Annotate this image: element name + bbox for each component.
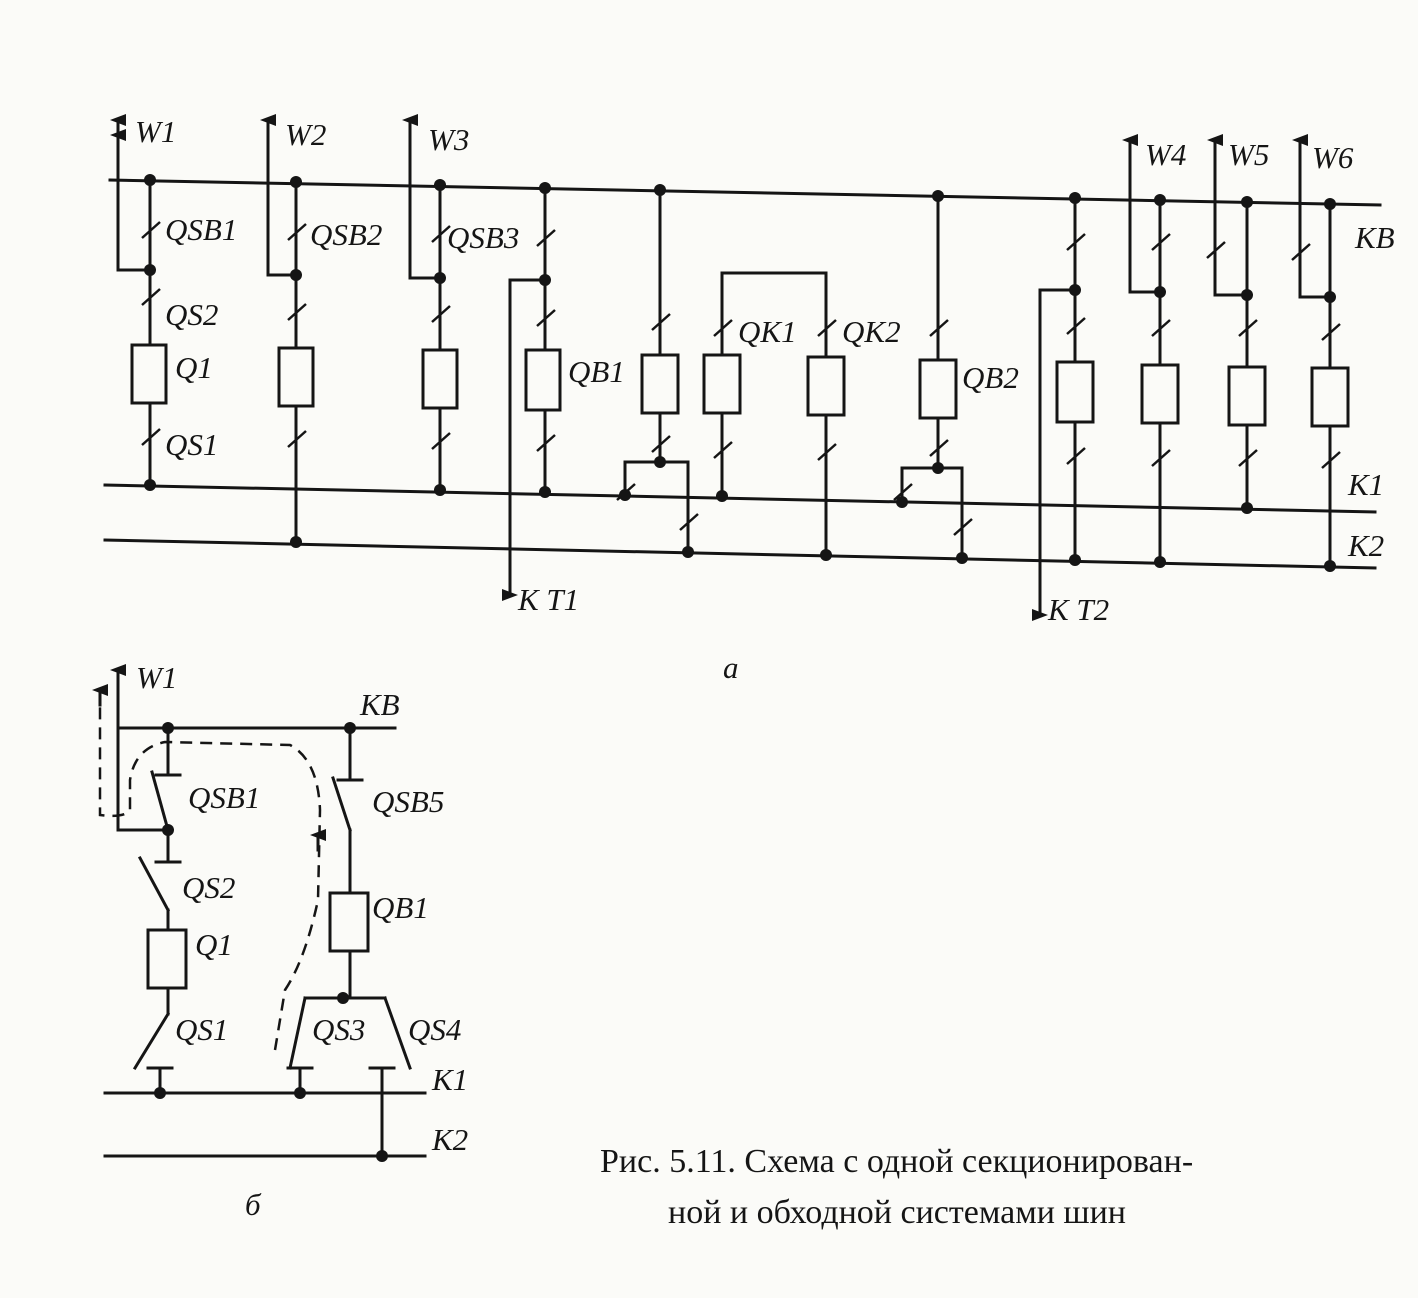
bypass-breaker-qb2-cell [893,190,973,564]
label-qk2: QK2 [842,314,901,349]
feeder-cell-w6 [1291,134,1350,572]
label-to-t2: К T2 [1047,592,1109,627]
label-w3: W3 [428,122,469,157]
bypass-breaker-qb1-cell [616,184,699,558]
label-w6: W6 [1312,140,1354,175]
label-q1: Q1 [175,350,213,385]
figure-a: W1 W2 W3 W4 W5 W6 KB K1 K2 QSB1 QSB2 QSB… [103,114,1395,685]
transformer-cell-t1 [502,182,562,601]
bus-section-k1 [103,483,1377,514]
bypass-bus-kb [108,178,1382,207]
label-kb: KB [1354,220,1395,255]
label-qs2-b: QS2 [182,870,235,905]
feeder-cell-w5 [1206,134,1267,514]
label-w4: W4 [1145,137,1186,172]
label-w1: W1 [135,114,176,149]
label-k2-b: K2 [431,1122,468,1157]
label-k2: K2 [1347,528,1384,563]
feeder-cell-w1 [110,114,168,491]
caption-line-1: Рис. 5.11. Схема с одной секционирован- [600,1143,1193,1180]
label-w2: W2 [285,117,326,152]
label-w5: W5 [1228,137,1269,172]
label-qsb1-b: QSB1 [188,780,260,815]
figure-b-label: б [245,1187,262,1222]
label-qk1: QK1 [738,314,797,349]
feeder-cell-w2 [260,114,315,548]
label-k1-b: K1 [431,1062,468,1097]
transformer-cell-t2 [1032,192,1095,621]
label-qsb3: QSB3 [447,220,519,255]
label-to-t1: К T1 [517,582,579,617]
label-w1-b: W1 [136,660,177,695]
label-q1-b: Q1 [195,927,233,962]
label-qsb5-b: QSB5 [372,784,444,819]
bypass-current-path [98,690,322,1051]
label-qs1-b: QS1 [175,1012,228,1047]
sectional-breakers-qk [702,271,846,561]
label-qb1: QB1 [568,354,625,389]
figure-b: W1 KB QSB1 QSB5 QS2 Q1 QB1 QS1 QS3 QS4 K… [92,660,468,1222]
feeder-cell-w3 [402,114,459,496]
figure-a-label: а [723,650,739,685]
label-qs3-b: QS3 [312,1012,365,1047]
feeder-cell-w4 [1122,134,1180,568]
label-qsb2: QSB2 [310,217,382,252]
label-qb1-b: QB1 [372,890,429,925]
label-qsb1: QSB1 [165,212,237,247]
label-kb-b: KB [359,687,400,722]
label-qs4-b: QS4 [408,1012,461,1047]
label-qs1: QS1 [165,427,218,462]
label-qs2: QS2 [165,297,218,332]
label-k1: K1 [1347,467,1384,502]
caption-line-2: ной и обходной системами шин [668,1194,1126,1231]
label-qb2: QB2 [962,360,1019,395]
